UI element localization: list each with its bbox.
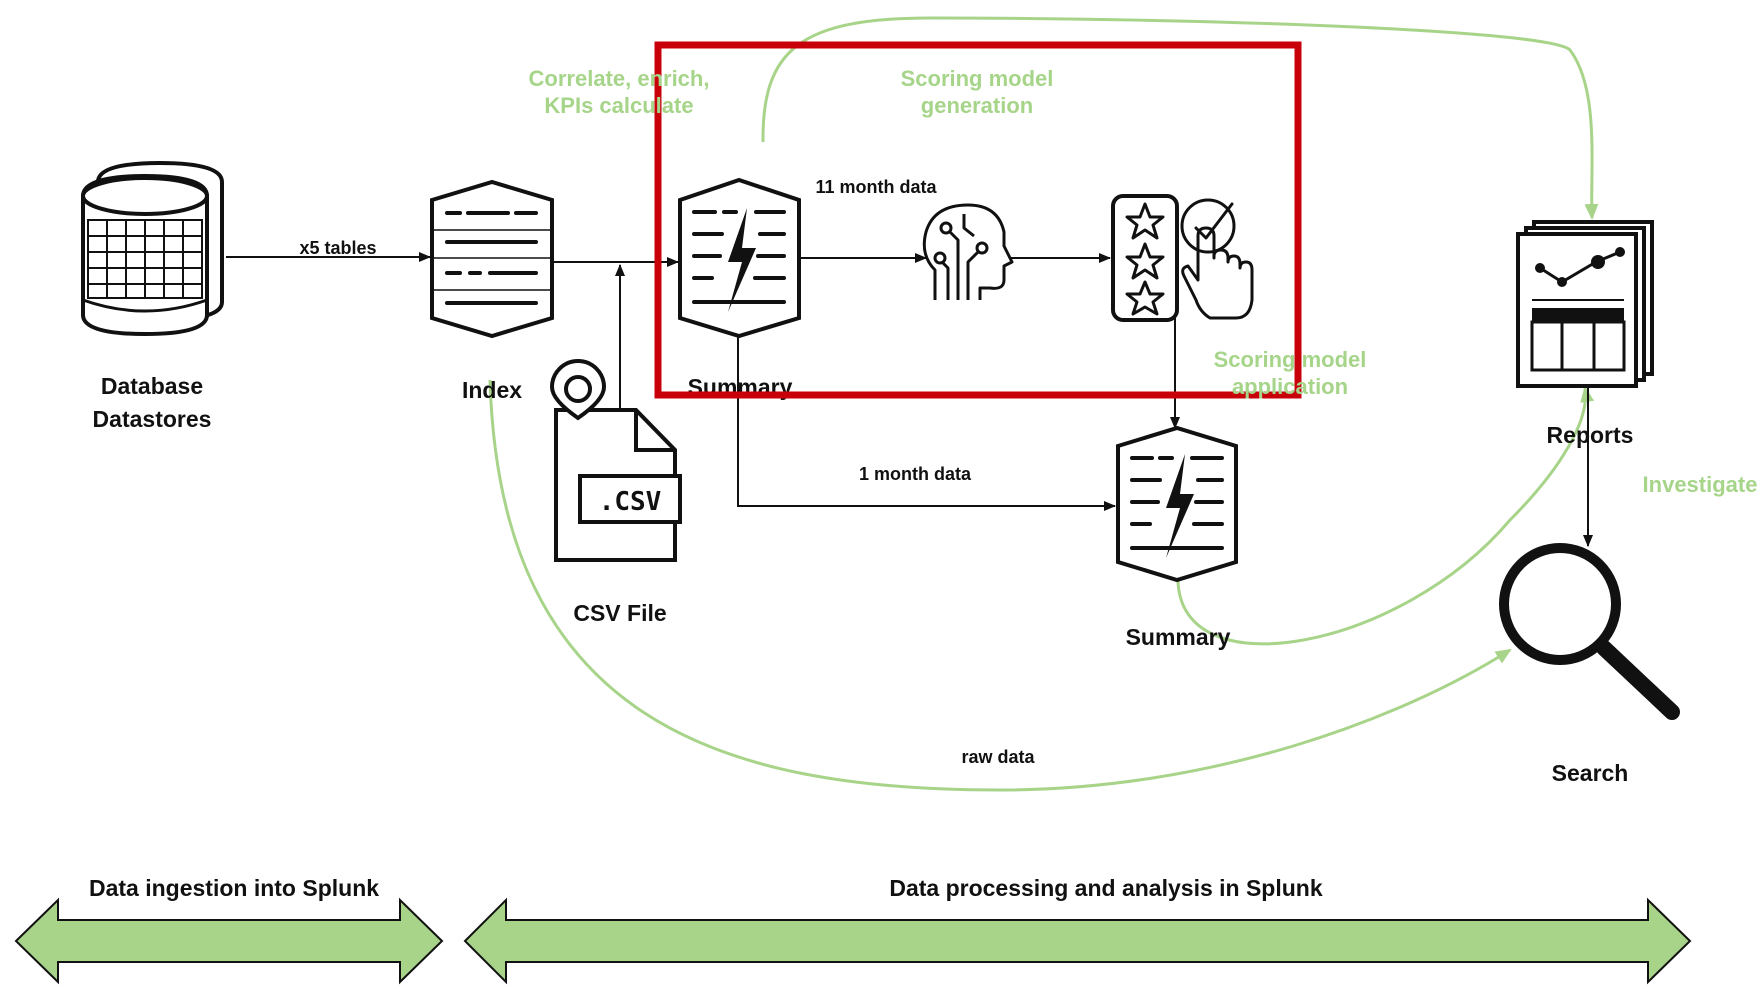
summary-to-reports-top-curve	[761, 16, 1599, 220]
ai-head-icon	[922, 203, 1014, 300]
database-icon	[81, 160, 224, 337]
scoring-app-annotation-2: application	[1232, 374, 1348, 399]
database-label-1: Database	[101, 373, 203, 399]
index-label: Index	[462, 377, 522, 403]
summary-top-icon	[678, 177, 801, 339]
csv-file-label: CSV File	[573, 600, 666, 626]
ingestion-band-label: Data ingestion into Splunk	[89, 875, 379, 901]
csv-file-icon	[549, 359, 682, 562]
index-icon	[430, 179, 554, 339]
eleven-month-label: 11 month data	[815, 177, 937, 197]
x5-tables-label: x5 tables	[299, 238, 376, 258]
raw-data-label: raw data	[961, 747, 1035, 767]
raw-data-curve	[488, 379, 1512, 792]
database-label-2: Datastores	[93, 406, 212, 432]
scoring-highlight-box	[654, 41, 1302, 399]
scoring-app-annotation-1: Scoring model	[1214, 347, 1367, 372]
processing-band-label: Data processing and analysis in Splunk	[889, 875, 1323, 901]
one-month-label: 1 month data	[859, 464, 972, 484]
summary-to-reports-curve	[1176, 386, 1595, 646]
search-icon	[1499, 543, 1680, 720]
correlate-annotation-2: KPIs calculate	[544, 93, 693, 118]
hand-check-icon	[1180, 198, 1254, 320]
correlate-annotation-1: Correlate, enrich,	[529, 66, 710, 91]
scoring-gen-annotation-1: Scoring model	[901, 66, 1054, 91]
scoring-stars-icon	[1111, 194, 1179, 322]
reports-label: Reports	[1547, 422, 1634, 448]
csv-badge-text: .CSV	[599, 487, 662, 517]
summary-bottom-label: Summary	[1126, 624, 1231, 650]
investigate-annotation: Investigate	[1643, 472, 1758, 497]
processing-band-arrow	[463, 897, 1692, 985]
scoring-gen-annotation-2: generation	[921, 93, 1033, 118]
ingestion-band-arrow	[14, 897, 444, 985]
reports-icon	[1516, 220, 1654, 388]
summary-bottom-icon	[1116, 425, 1238, 583]
search-label: Search	[1552, 760, 1629, 786]
